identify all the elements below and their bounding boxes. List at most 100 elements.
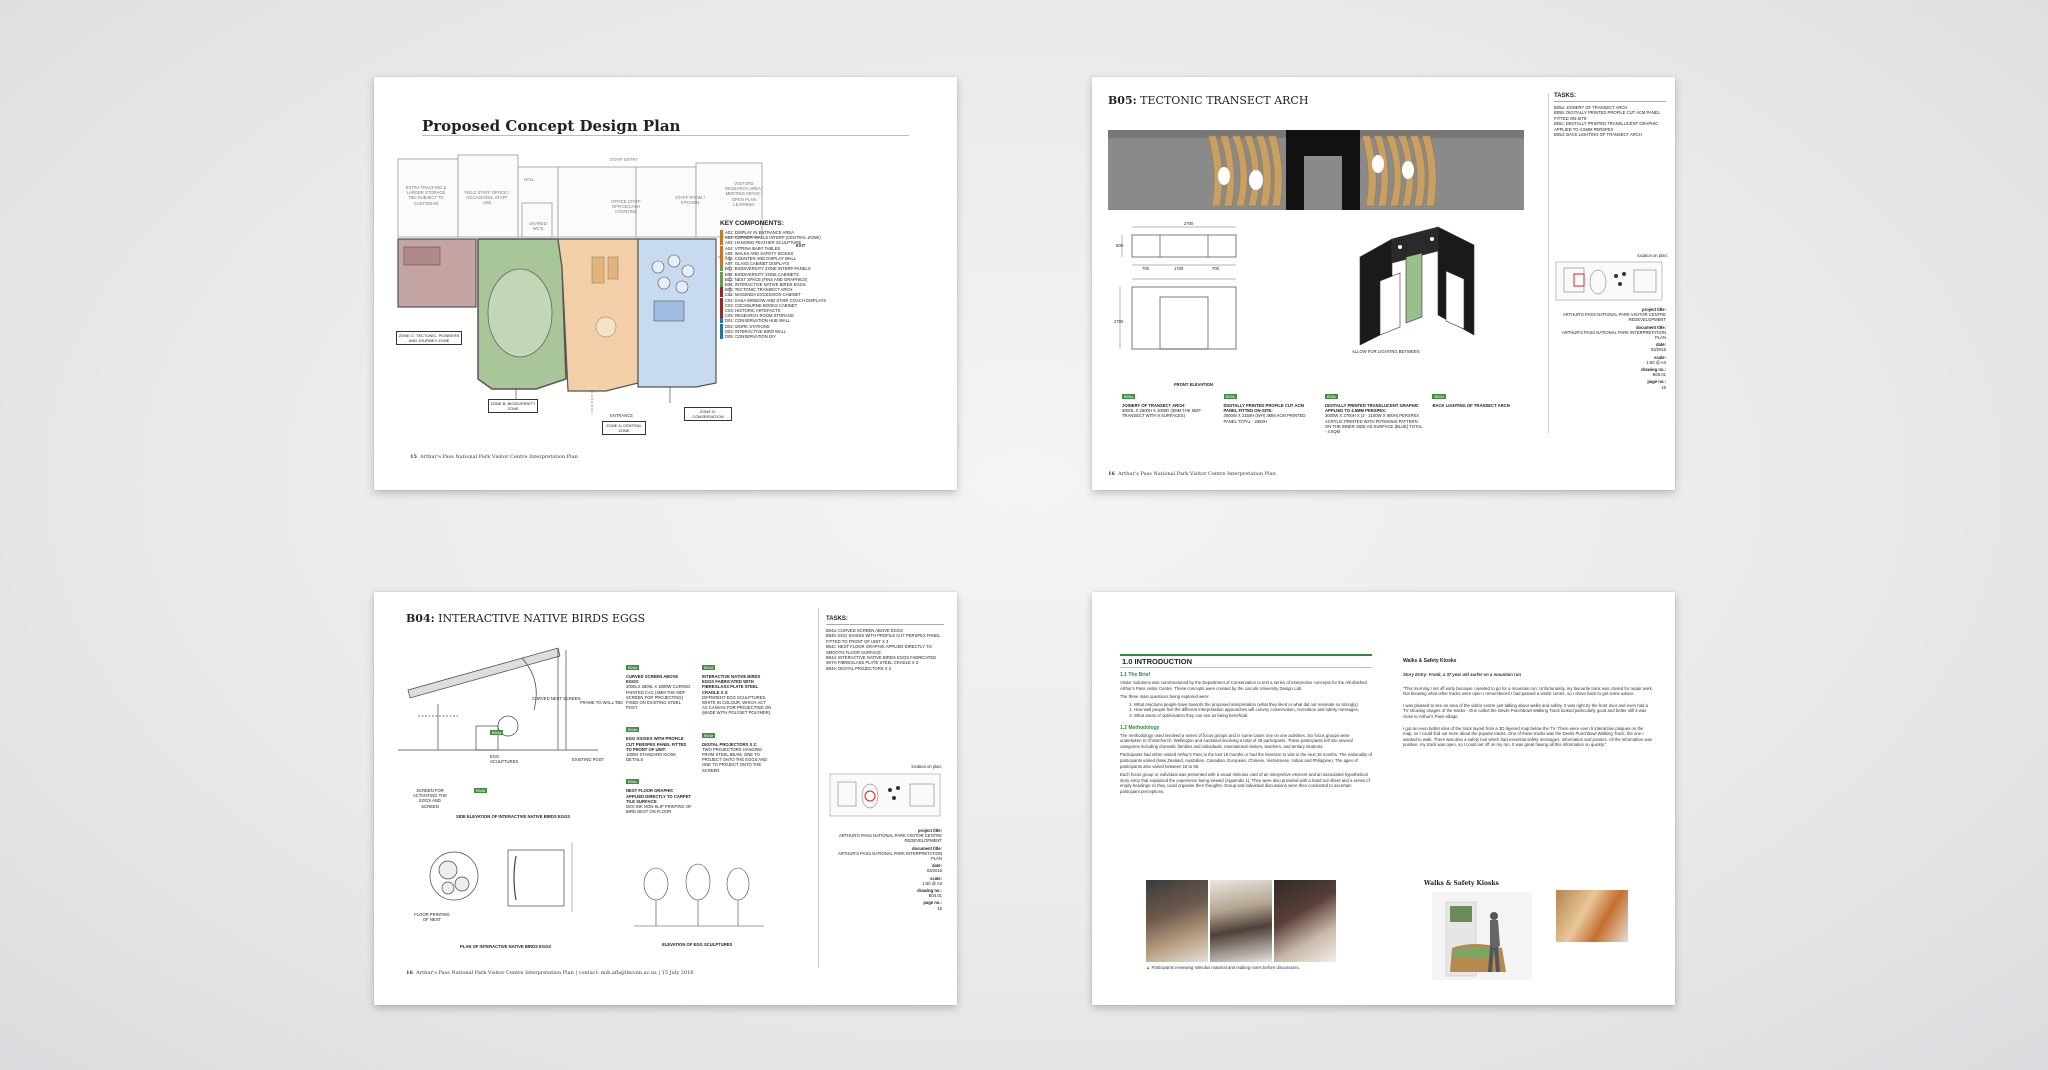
questions-list: What reactions people have towards the p… <box>1120 702 1372 719</box>
questions-intro: The three main questions being explored … <box>1120 694 1210 700</box>
key-title: KEY COMPONENTS: <box>720 220 784 227</box>
key-color-swatch <box>720 328 723 334</box>
key-color-swatch <box>720 287 723 293</box>
note-badge: B04d <box>702 665 716 670</box>
page-number: 16 <box>1108 471 1115 477</box>
meta-value: 1:50 @ A3 <box>922 880 942 886</box>
meta-label: scale: <box>1654 354 1666 360</box>
task-item: B04e: DIGITAL PROJECTORS X 2 <box>826 665 892 671</box>
key-color-swatch <box>720 235 723 241</box>
page-introduction: 1.0 INTRODUCTION 1.1 The Brief Visitor S… <box>1092 592 1675 1005</box>
zone-b-label: ZONE B: BIODIVERSITY ZONE <box>488 399 538 413</box>
meta-value: 03/2016 <box>1650 347 1666 353</box>
room-field-staff: FIELD STAFF OFFICE / OCCASIONAL STAFF US… <box>464 190 510 206</box>
key-color-swatch <box>720 256 723 262</box>
key-item-label: D02: WORK STATIONS <box>725 323 770 329</box>
key-item-label: A05: WALKS AND SAFETY KIOSKS <box>725 250 794 256</box>
note-badge: B05d <box>1432 394 1446 399</box>
meta-label: page no.: <box>1647 379 1666 385</box>
footer-text: Arthur's Pass National Park Visitor Cent… <box>420 454 578 460</box>
key-item-label: C02: KAKA WINDOW AND STAIR COACH DISPLAY… <box>725 297 827 303</box>
meta-label: document title: <box>1635 324 1666 330</box>
section-rule <box>1120 654 1372 656</box>
allow-lighting-label: ALLOW FOR LIGHTING BETWEEN <box>1352 349 1420 354</box>
note-b05a: B05a JOINERY OF TRANSECT ARCH: 300OL X 2… <box>1122 385 1214 434</box>
meta-value: 1:50 @ A3 <box>1646 359 1666 365</box>
tasks-list: B04a: CURVED SCREEN ABOVE EGGS B04b: EGG… <box>826 628 944 671</box>
photo-participants-2 <box>1210 880 1272 962</box>
story-intro: Story Entry: Frank, a 37 year old surfer… <box>1403 672 1521 677</box>
note-body: 3000W X 2700H X (2 - 2100W X 900H) PERSP… <box>1325 413 1423 435</box>
key-item: A04: VITRINA BABY TABLES <box>720 245 950 251</box>
egg-elevation-drawing <box>634 863 764 927</box>
meta-label: scale: <box>930 875 942 881</box>
key-item: A01: DISPLAY IN ENTRANCE AREA <box>720 230 950 235</box>
key-item: B04: INTERACTIVE NATIVE BIRDS EGGS <box>720 282 950 288</box>
task-item: B04a: CURVED SCREEN ABOVE EGGS <box>826 628 903 633</box>
room-office-counting: OFFICE STAFF OFFICE/CASH COUNTING <box>611 199 641 215</box>
task-item: B05c: DIGITALLY PRINTED TRANSLUCENT GRAP… <box>1554 121 1659 132</box>
arch-isometric <box>1359 226 1475 346</box>
page-title: Proposed Concept Design Plan <box>422 117 681 135</box>
key-item: A03: CORNER WALLS INTERP (CENTRAL ZONE) <box>720 235 950 241</box>
tasks-panel: TASKS: B05a: JOINERY OF TRANSECT ARCH B0… <box>1554 93 1666 137</box>
key-color-swatch <box>720 323 723 329</box>
title-rule <box>422 135 909 136</box>
meta-value: ARTHUR'S PASS NATIONAL PARK INTERPRETATI… <box>1562 329 1666 341</box>
tasks-panel: TASKS: B04a: CURVED SCREEN ABOVE EGGS B0… <box>826 616 944 671</box>
key-item: C05: RESEARCH ROOM STORAGE <box>720 313 950 319</box>
key-color-swatch <box>720 250 723 256</box>
task-item: B05b: DIGITALLY PRINTED PROFILE CUT ACM … <box>1554 110 1660 121</box>
meta-label: date: <box>1655 342 1666 348</box>
key-item: A06: COUNTER AND DISPLAY WALL <box>720 256 950 262</box>
page-tectonic-transect-arch: B05: TECTONIC TRANSECT ARCH <box>1092 77 1675 490</box>
arch-notes: B05a JOINERY OF TRANSECT ARCH: 300OL X 2… <box>1122 385 1522 434</box>
meta-value: B04.01 <box>928 893 942 899</box>
note-title: BACK LIGHTING OF TRANSECT ARCH <box>1432 403 1510 408</box>
location-label: location on plan: <box>1637 253 1669 258</box>
badge-b04b: B04b <box>474 788 488 793</box>
methodology-paragraph: The methodology used involved a series o… <box>1120 732 1353 749</box>
column-divider <box>1548 93 1549 433</box>
key-color-swatch <box>720 271 723 277</box>
page-concept-design-plan: Proposed Concept Design Plan <box>374 77 957 490</box>
section-code: B04: <box>406 612 435 625</box>
column-divider <box>818 608 819 968</box>
note-badge: B05c <box>1325 394 1339 399</box>
note-body: DIFFERENT EGG SCULPTURES, WHITE IN COLOU… <box>702 694 772 716</box>
key-item: A03: HANGING FEATHER SCULPTURE <box>720 240 950 246</box>
key-item-label: B04: INTERACTIVE NATIVE BIRDS EGGS <box>725 282 806 288</box>
key-item-label: B03: NEST SPACE (FINS AND GRAPHICS) <box>725 276 808 282</box>
page-footer: 16 Arthur's Pass National Park Visitor C… <box>406 970 694 976</box>
meta-label: drawing no.: <box>917 888 942 894</box>
key-item-label: D01: CONSERVATION HUB WALL <box>725 318 791 324</box>
note-body: TWO PROJECTORS HANGING FROM STEEL BEAM, … <box>702 746 768 773</box>
task-item: B05a: JOINERY OF TRANSECT ARCH <box>1554 105 1628 110</box>
note-title: NEST FLOOR GRAPHIC APPLIED DIRECTLY TO C… <box>626 788 692 804</box>
key-item: A05: WALKS AND SAFETY KIOSKS <box>720 250 950 256</box>
methodology-paragraph: Each focus group or individual was prese… <box>1120 772 1370 794</box>
note-badge: B04b <box>626 727 640 733</box>
entrance-label: ENTRANCE <box>610 413 634 418</box>
story-paragraph: I got an even better idea of the track l… <box>1403 725 1653 748</box>
note-body: 1000H STANDARD KIOSK DETAILS <box>626 752 677 763</box>
key-item-label: A03: CORNER WALLS INTERP (CENTRAL ZONE) <box>725 235 821 241</box>
methodology-paragraph: Participants had either visited Arthur's… <box>1120 752 1373 769</box>
title-block: project title: ARTHUR'S PASS NATIONAL PA… <box>1554 307 1666 390</box>
key-item: C04: HISTORIC ARTEFACTS <box>720 308 950 314</box>
note-title: DIGITAL PROJECTORS X 2: <box>702 741 758 747</box>
key-color-swatch <box>720 297 723 303</box>
page-number: 16 <box>406 970 413 976</box>
key-color-swatch <box>720 261 723 267</box>
meta-value: B05.01 <box>1652 372 1666 378</box>
key-item-label: A07: GLASS CABINET DISPLAYS <box>725 261 790 267</box>
task-item: B05d: BACK LIGHTING OF TRANSECT ARCH <box>1554 132 1642 138</box>
footer-text: Arthur's Pass National Park Visitor Cent… <box>416 970 694 976</box>
intro-right-column: Walks & Safety Kiosks Story Entry: Frank… <box>1403 658 1653 748</box>
key-item-label: D03: INTERACTIVE BIRD WALL <box>725 328 787 334</box>
key-item-label: B01: BIODIVERSITY ZONE INTERP PANELS <box>725 266 811 272</box>
dim-mid1: 700 <box>1142 266 1149 271</box>
meta-value: 16 <box>1661 384 1666 390</box>
key-item-label: A06: COUNTER AND DISPLAY WALL <box>725 256 797 262</box>
notes-col-1: B04a CURVED SCREEN ABOVE EGGS: 3000LX 28… <box>626 656 692 814</box>
